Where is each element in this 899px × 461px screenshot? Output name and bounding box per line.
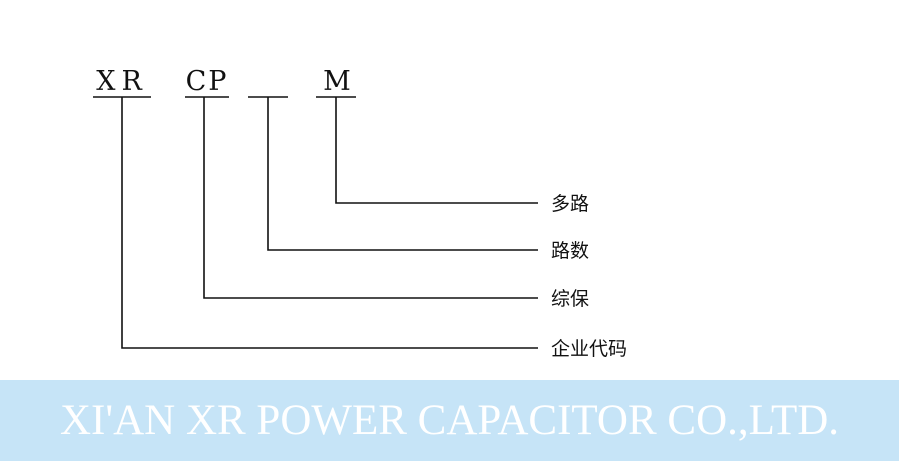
label-channels: 路数 [551,240,589,262]
model-code-diagram: XR CP M 多路 路数 综保 企业代码 [93,66,627,360]
label-company-code: 企业代码 [551,338,627,360]
leader-integrated-protection [203,97,538,299]
company-name: XI'AN XR POWER CAPACITOR CO.,LTD. [59,397,840,444]
leader-channels [267,97,538,251]
code-m: M [323,66,351,97]
label-multi: 多路 [551,193,589,215]
code-xr: XR [96,66,148,97]
label-integrated-protection: 综保 [551,288,589,310]
leader-company-code [121,97,538,349]
leader-multi [335,97,538,204]
code-cp: CP [186,66,229,97]
footer-banner: XI'AN XR POWER CAPACITOR CO.,LTD. [0,380,899,461]
